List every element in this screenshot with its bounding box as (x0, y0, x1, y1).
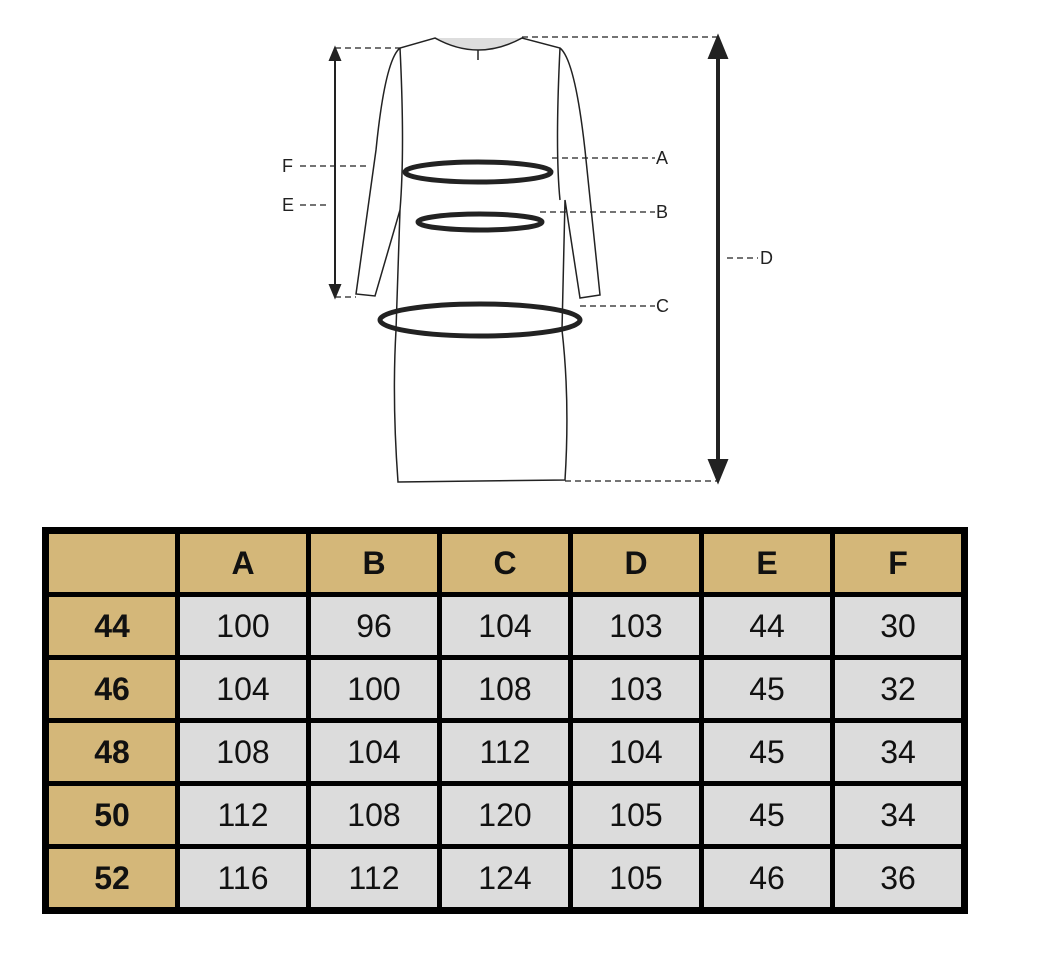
value-cell: 112 (437, 718, 573, 786)
value-cell: 112 (306, 844, 442, 913)
size-cell: 46 (43, 655, 180, 723)
value-cell: 45 (699, 718, 835, 786)
label-e: E (282, 195, 294, 215)
value-cell: 103 (568, 592, 704, 660)
label-f: F (282, 156, 293, 176)
label-b: B (656, 202, 668, 222)
leader-lines (300, 36, 758, 482)
value-cell: 108 (306, 781, 442, 849)
value-cell: 44 (699, 592, 835, 660)
label-d: D (760, 248, 773, 268)
value-cell: 46 (699, 844, 835, 913)
size-cell: 50 (43, 781, 180, 849)
value-cell: 108 (437, 655, 573, 723)
size-cell: 44 (43, 592, 180, 660)
value-cell: 34 (830, 781, 967, 849)
value-cell: 30 (830, 592, 967, 660)
value-cell: 120 (437, 781, 573, 849)
value-cell: 100 (306, 655, 442, 723)
header-c: C (437, 528, 573, 597)
value-cell: 36 (830, 844, 967, 913)
value-cell: 124 (437, 844, 573, 913)
value-cell: 116 (175, 844, 311, 913)
header-e: E (699, 528, 835, 597)
size-cell: 52 (43, 844, 180, 913)
size-cell: 48 (43, 718, 180, 786)
header-f: F (830, 528, 967, 597)
value-cell: 104 (306, 718, 442, 786)
header-size (43, 528, 180, 597)
value-cell: 96 (306, 592, 442, 660)
header-d: D (568, 528, 704, 597)
header-a: A (175, 528, 311, 597)
header-b: B (306, 528, 442, 597)
dress-measurement-diagram: F E A B C D (282, 33, 773, 485)
value-cell: 32 (830, 655, 967, 723)
value-cell: 105 (568, 844, 704, 913)
value-cell: 104 (437, 592, 573, 660)
value-cell: 112 (175, 781, 311, 849)
value-cell: 105 (568, 781, 704, 849)
header-row: A B C D E F (43, 528, 967, 597)
value-cell: 103 (568, 655, 704, 723)
measurement-loops (377, 159, 583, 339)
label-a: A (656, 148, 668, 168)
value-cell: 34 (830, 718, 967, 786)
label-c: C (656, 296, 669, 316)
value-cell: 104 (175, 655, 311, 723)
value-cell: 100 (175, 592, 311, 660)
dress-outline (355, 37, 601, 483)
dimension-arrows (328, 33, 729, 485)
value-cell: 104 (568, 718, 704, 786)
value-cell: 45 (699, 781, 835, 849)
value-cell: 45 (699, 655, 835, 723)
value-cell: 108 (175, 718, 311, 786)
